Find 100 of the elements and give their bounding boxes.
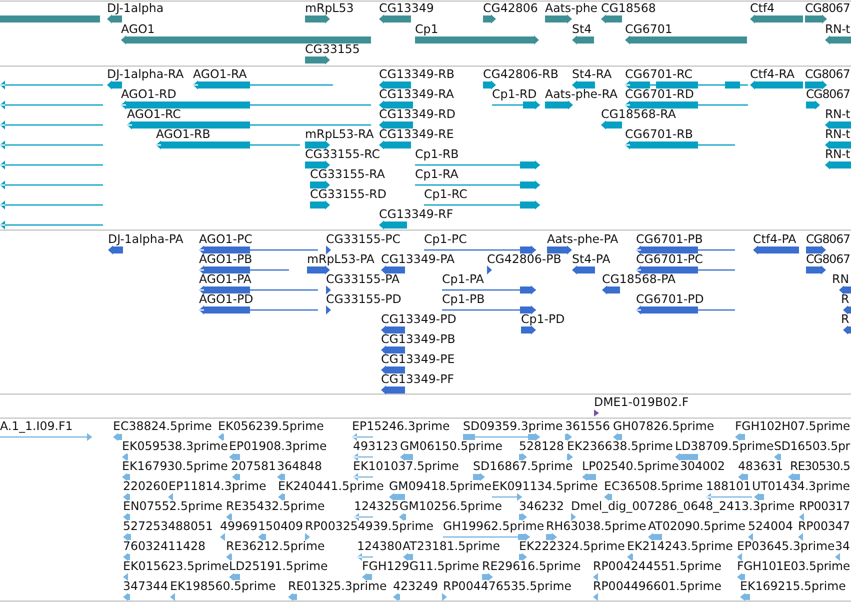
est-label: 49969 xyxy=(220,519,258,533)
protein-label: CG13349-PB xyxy=(381,332,456,346)
protein-label: CG33155-PD xyxy=(326,292,402,306)
protein-label: CG13349-PF xyxy=(381,372,454,386)
est-label: RE35432.5prime xyxy=(226,499,325,513)
protein-label: CG6701-PC xyxy=(636,252,704,266)
est-label: 124380 xyxy=(357,539,402,553)
est-label: EK214243.5prime xyxy=(627,539,733,553)
gene-label: CG13349 xyxy=(379,1,434,15)
est-label: RP004476535.5prime xyxy=(443,579,572,593)
est-label: AT02090.5prime xyxy=(648,519,746,533)
protein-label: CG6701-PD xyxy=(636,292,704,306)
protein-label: CG13349-PA xyxy=(381,252,455,266)
transcript-label: Cp1-RC xyxy=(424,187,468,201)
protein-label: AGO1-PB xyxy=(199,252,252,266)
protein-label: CG13349-PD xyxy=(381,312,456,326)
protein-label: CG13349-PE xyxy=(381,352,455,366)
est-label: 207581 xyxy=(231,459,276,473)
est-label: GM09418.5prime xyxy=(389,479,492,493)
est-label: EP11814.3prime xyxy=(168,479,266,493)
transcript-label: CG8067 xyxy=(806,87,850,101)
protein-label: CG42806-PB xyxy=(487,252,562,266)
protein-label: AGO1-PD xyxy=(199,292,254,306)
gene-label: Cp1 xyxy=(415,22,438,36)
gene-label: Aats-phe xyxy=(545,1,598,15)
est-label: AT23181.5prime xyxy=(402,539,500,553)
transcript-label: DJ-1alpha-RA xyxy=(107,67,184,81)
est-label: 347344 xyxy=(123,579,168,593)
est-label: 124325 xyxy=(354,499,400,513)
est-label: 483631 xyxy=(738,459,784,473)
transcript-label: Cp1-RA xyxy=(415,167,458,181)
est-label: EP01908.3prime xyxy=(229,439,327,453)
est-label: RP00317 xyxy=(799,499,850,513)
est-label: EK240441.5prime xyxy=(278,479,384,493)
est-label: 304002 xyxy=(680,459,726,473)
gene-label: CG42806 xyxy=(483,1,538,15)
est-label: 528128 xyxy=(519,439,564,453)
protein-label: mRpL53-PA xyxy=(307,252,374,266)
est-label: GH19962.5prime xyxy=(443,519,544,533)
est-label: RH63038.5prime xyxy=(546,519,646,533)
est-label: Dmel_dig_007286_0648_2413.3prime xyxy=(571,499,795,513)
est-label: EK091134.5prime xyxy=(492,479,598,493)
protein-label: Aats-phe-PA xyxy=(547,232,618,246)
transcript-label: CG6701-RD xyxy=(625,87,694,101)
est-label: EK056239.5prime xyxy=(218,419,324,433)
est-label: 34 xyxy=(835,539,850,553)
est-label: LP02540.5prime xyxy=(582,459,679,473)
est-label: EN07552.5prime xyxy=(123,499,222,513)
est-label: FGH129G11.5prime xyxy=(362,559,480,573)
gene-label: CG6701 xyxy=(625,22,672,36)
est-label: LD25191.5prime xyxy=(229,559,328,573)
est-label: 361556 xyxy=(565,419,610,433)
est-label: GM06150.5prime xyxy=(400,439,502,453)
protein-label: Ctf4-PA xyxy=(753,232,796,246)
transcript-label: CG6701-RB xyxy=(625,127,693,141)
protein-label: R xyxy=(841,312,850,326)
gene-label: St4 xyxy=(572,22,592,36)
protein-label: Cp1-PC xyxy=(424,232,467,246)
est-label: FGH101E03.5prime xyxy=(737,559,850,573)
est-label: RP004244551.5prime xyxy=(593,559,722,573)
est-label: EK059538.3prime xyxy=(122,439,228,453)
est-label: RE36212.5prime xyxy=(226,539,325,553)
transcript-label: CG42806-RB xyxy=(483,67,558,81)
transcript-label: Aats-phe-RA xyxy=(545,87,618,101)
transcript-label: Cp1-RB xyxy=(415,147,459,161)
transcript-label: Ctf4-RA xyxy=(750,67,795,81)
est-label: EK198560.5prime xyxy=(170,579,276,593)
est-label: LD38709.5prime xyxy=(675,439,774,453)
est-label: EK101037.5prime xyxy=(353,459,459,473)
est-label: GM10256.5prime xyxy=(400,499,502,513)
est-label: EC38824.5prime xyxy=(113,419,212,433)
transcript-label: CG33155-RD xyxy=(310,187,386,201)
est-label: 76032411428 xyxy=(123,539,206,553)
transcript-label: AGO1-RA xyxy=(193,67,247,81)
est-label: 524004 xyxy=(748,519,794,533)
protein-label: St4-PA xyxy=(572,252,610,266)
est-label: SD16867.5prime xyxy=(473,459,573,473)
est-label: 423249 xyxy=(393,579,438,593)
gene-label: RN-t xyxy=(825,22,850,36)
transcript-label: CG8067 xyxy=(805,67,850,81)
est-label: EC36508.5prime xyxy=(604,479,703,493)
est-label: EK167930.5prime xyxy=(122,459,228,473)
protein-label: Cp1-PD xyxy=(521,312,565,326)
transcript-label: CG13349-RB xyxy=(379,67,454,81)
transcript-label: St4-RA xyxy=(572,67,612,81)
transcript-label: AGO1-RD xyxy=(121,87,176,101)
protein-label: RN xyxy=(832,272,850,286)
protein-label: CG8067 xyxy=(806,232,850,246)
est-label: 346232 xyxy=(519,499,564,513)
gene-label: CG33155 xyxy=(305,42,360,56)
protein-label: CG6701-PB xyxy=(636,232,703,246)
gene-label: DJ-1alpha xyxy=(107,1,164,15)
protein-label: CG33155-PA xyxy=(326,272,400,286)
gene-label: mRpL53 xyxy=(305,1,354,15)
est-label: FGH102H07.5prime xyxy=(735,419,850,433)
transcript-label: CG13349-RD xyxy=(379,107,456,121)
protein-label: CG8067 xyxy=(806,252,850,266)
est-label: EK015623.5prime xyxy=(123,559,229,573)
est-label: EK236638.5prime xyxy=(567,439,673,453)
transcript-label: AGO1-RB xyxy=(156,127,210,141)
